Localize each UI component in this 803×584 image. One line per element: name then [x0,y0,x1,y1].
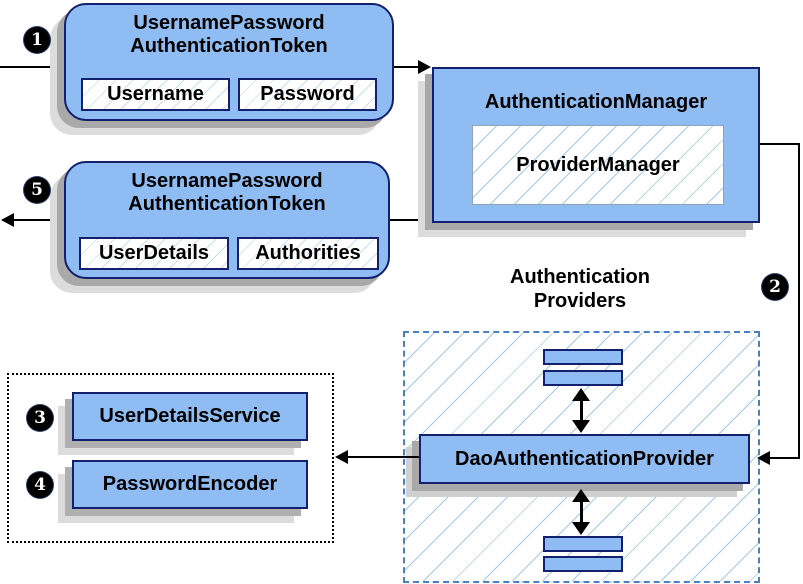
double-arrow-icon [572,388,590,433]
arrowhead-into-authentication-manager [418,60,431,74]
provider-stack-bar [543,370,623,386]
user-details-field-box: UserDetails [79,237,229,270]
collaborators-container [7,373,334,543]
arrowhead-down [572,420,590,433]
connector-dao-to-collaborators [348,456,419,458]
arrowhead-into-collaborators [335,450,348,464]
step-4-badge: 4 [27,472,53,498]
token-request-title: UsernamePassword AuthenticationToken [130,12,328,57]
step-5-badge: 5 [24,177,50,203]
connector-manager-to-token [390,219,433,221]
username-password-token-response-box: UsernamePassword AuthenticationToken Use… [64,161,390,279]
arrowhead-down [572,522,590,535]
arrow-shaft [579,401,583,420]
password-field-box: Password [238,78,377,111]
provider-stack-bar [543,349,623,365]
authorities-field-box: Authorities [237,237,379,270]
connector-step2-top [758,143,800,145]
connector-step2-vertical [798,143,800,459]
step-1-badge: 1 [24,27,50,53]
provider-stack-bar [543,536,623,552]
user-details-service-box: UserDetailsService [72,392,308,441]
username-password-token-request-box: UsernamePassword AuthenticationToken Use… [64,3,394,121]
dao-authentication-provider-box: DaoAuthenticationProvider [419,434,750,484]
authentication-manager-box: AuthenticationManager ProviderManager [432,67,760,223]
token-response-title: UsernamePassword AuthenticationToken [128,170,326,215]
provider-manager-box: ProviderManager [472,125,724,205]
arrowhead-step5-left [1,213,14,227]
arrow-shaft [579,502,583,522]
authentication-manager-title: AuthenticationManager [484,91,708,113]
arrowhead-up [572,388,590,401]
arrowhead-up [572,489,590,502]
username-field-box: Username [81,78,230,111]
double-arrow-icon [572,489,590,535]
arrowhead-into-dao-provider [757,451,770,465]
provider-stack-bar [543,556,623,572]
step-2-badge: 2 [762,274,788,300]
connector-step5-line [12,219,65,221]
password-encoder-box: PasswordEncoder [72,460,308,509]
step-3-badge: 3 [27,405,53,431]
authentication-providers-heading: Authentication Providers [510,266,650,312]
connector-step2-bottom [770,457,800,459]
